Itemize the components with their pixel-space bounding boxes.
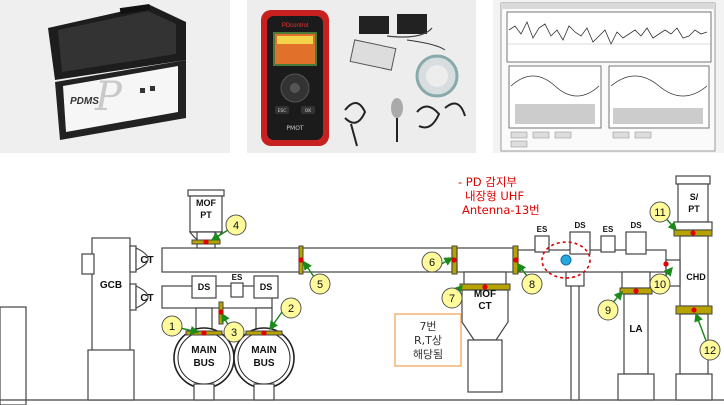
callout-4: 4 bbox=[226, 215, 246, 235]
ds-far-label: DS bbox=[630, 221, 642, 230]
mof-ct-label-1: MOF bbox=[474, 289, 496, 300]
main-bus-1: MAIN BUS bbox=[174, 308, 234, 400]
svg-text:8: 8 bbox=[529, 279, 535, 291]
ct-lower-label: CT bbox=[140, 293, 153, 304]
ds-left-label: DS bbox=[198, 282, 211, 292]
gcb-unit: GCB bbox=[82, 238, 134, 400]
la-label: LA bbox=[629, 324, 642, 335]
ds-right-left-label: DS bbox=[260, 282, 273, 292]
main-bus-1-label-2: BUS bbox=[193, 358, 214, 369]
note-line-2: R,T상 bbox=[414, 334, 442, 347]
svg-text:2: 2 bbox=[288, 303, 294, 315]
callout-11: 11 bbox=[650, 202, 670, 222]
callout-9: 9 bbox=[598, 300, 618, 320]
monitoring-software-photo bbox=[493, 0, 724, 153]
es-right-label: ES bbox=[537, 225, 548, 234]
gcb-label: GCB bbox=[100, 280, 122, 291]
chd-label: CHD bbox=[686, 272, 706, 282]
uhf-antenna-icon bbox=[561, 255, 571, 265]
svg-text:7: 7 bbox=[449, 293, 455, 305]
callout-8: 8 bbox=[522, 274, 542, 294]
handheld-brand: PDcontrol bbox=[282, 23, 308, 29]
svg-text:4: 4 bbox=[233, 220, 239, 232]
svg-text:5: 5 bbox=[317, 279, 323, 291]
ok-key-label: OK bbox=[305, 108, 313, 114]
handheld-footer: PMOT bbox=[286, 125, 304, 132]
es-right2-label: ES bbox=[603, 225, 614, 234]
svg-text:3: 3 bbox=[231, 327, 237, 339]
main-bus-2-label-2: BUS bbox=[253, 358, 274, 369]
svg-text:6: 6 bbox=[429, 257, 435, 269]
annotation-line-1: - PD 감지부 bbox=[458, 175, 517, 189]
note-line-1: 7번 bbox=[419, 320, 436, 333]
main-bus-2-label-1: MAIN bbox=[251, 345, 277, 356]
mof-ct-unit: MOF CT bbox=[452, 246, 518, 392]
mof-pt-label-2: PT bbox=[200, 210, 212, 220]
handheld-sensors-photo: PDcontrol ESC OK PMOT bbox=[247, 0, 476, 153]
svg-text:11: 11 bbox=[654, 207, 665, 219]
main-bus-2: MAIN BUS bbox=[234, 308, 294, 400]
annotation-line-2: 내장형 UHF bbox=[465, 189, 524, 203]
ct-upper-label: CT bbox=[140, 255, 153, 266]
pdms-case-photo: P PDMS bbox=[0, 0, 230, 153]
main-bus-1-label-1: MAIN bbox=[191, 345, 217, 356]
left-cabinet bbox=[0, 307, 26, 405]
mof-pt-label-1: MOF bbox=[196, 198, 216, 208]
callout-3: 3 bbox=[224, 322, 244, 342]
spt-label-2: PT bbox=[688, 204, 700, 214]
gis-layout-diagram: GCB CT CT MOF PT DS ES DS MAIN BUS bbox=[0, 172, 724, 405]
esc-key-label: ESC bbox=[278, 108, 287, 114]
callout-10: 10 bbox=[650, 274, 670, 294]
upper-bus-duct bbox=[162, 248, 452, 272]
callout-12: 12 bbox=[700, 340, 720, 360]
ds-mid-label: DS bbox=[574, 221, 586, 230]
spt-label-1: S/ bbox=[690, 192, 699, 202]
callout-5: 5 bbox=[310, 274, 330, 294]
spt-chd-unit: S/ PT CHD bbox=[666, 176, 712, 400]
callout-7: 7 bbox=[442, 288, 462, 308]
callout-6: 6 bbox=[422, 252, 442, 272]
svg-text:9: 9 bbox=[605, 305, 611, 317]
svg-text:10: 10 bbox=[654, 279, 666, 291]
callout-1: 1 bbox=[162, 316, 182, 336]
pdms-brand-text: PDMS bbox=[70, 96, 99, 107]
svg-text:12: 12 bbox=[704, 345, 716, 357]
es-left-label: ES bbox=[232, 273, 243, 282]
annotation-line-3: Antenna-13번 bbox=[462, 203, 540, 217]
mof-pt-unit: MOF PT bbox=[188, 190, 224, 248]
note-line-3: 해당됨 bbox=[413, 347, 443, 361]
callout-2: 2 bbox=[281, 298, 301, 318]
svg-text:1: 1 bbox=[169, 321, 175, 333]
mof-ct-label-2: CT bbox=[478, 301, 491, 312]
